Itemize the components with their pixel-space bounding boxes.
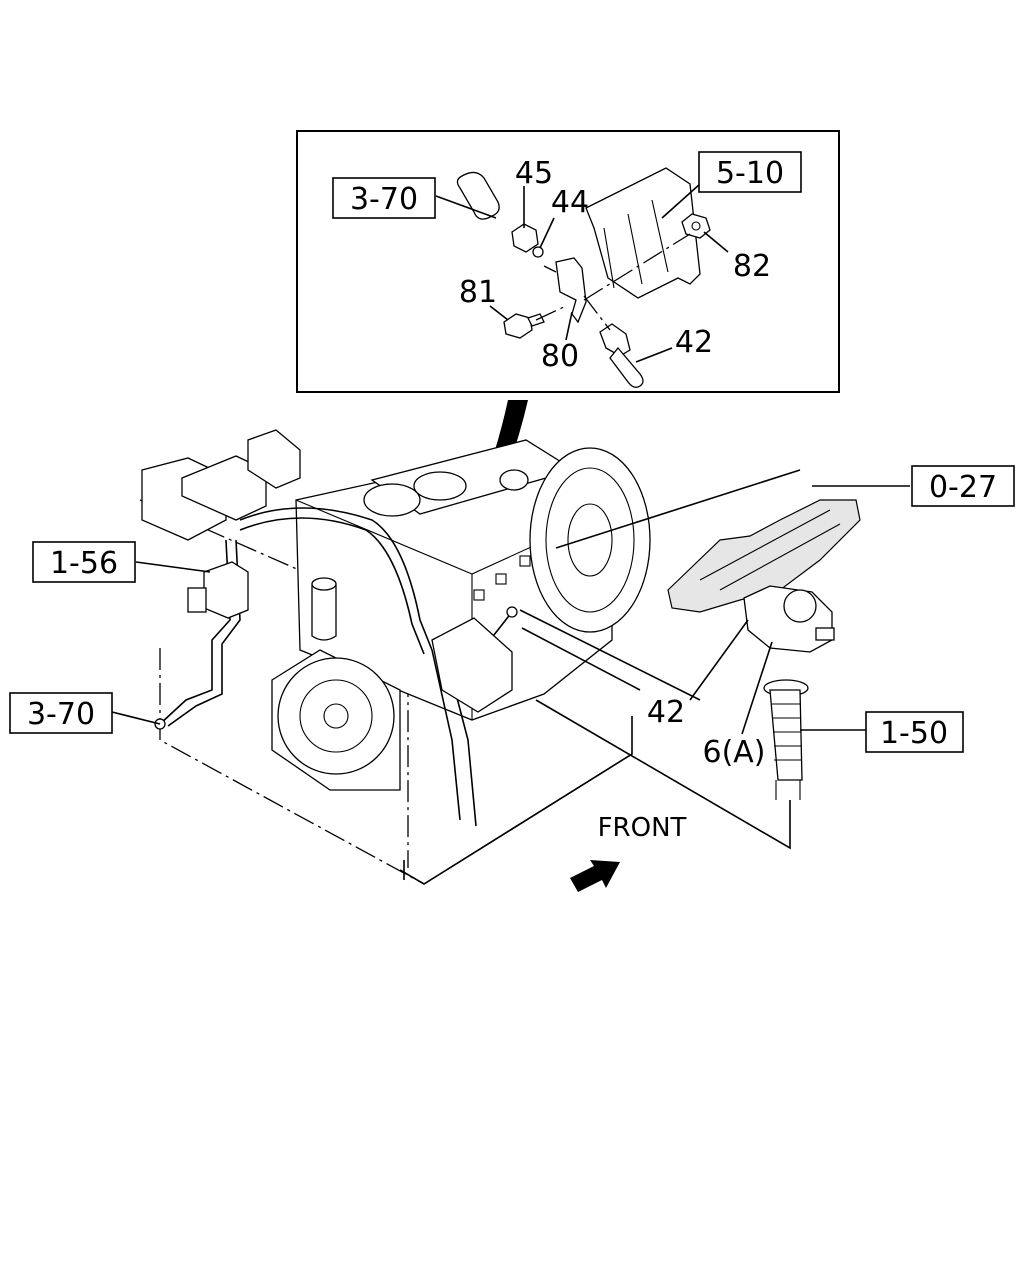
part-45-label[interactable]: 45	[515, 156, 553, 191]
callout-ref-5-10[interactable]: 5-10	[698, 151, 802, 193]
part-80-label[interactable]: 80	[541, 339, 579, 374]
part-44-label[interactable]: 44	[551, 185, 589, 220]
part-81-label[interactable]: 81	[459, 275, 497, 310]
flywheel-housing	[529, 447, 651, 633]
callout-leaders	[111, 485, 910, 735]
exhaust-pipe-1-50	[769, 689, 803, 781]
front-label: FRONT	[598, 813, 687, 843]
bolt-81	[503, 313, 533, 339]
sensor-42	[599, 323, 631, 357]
part-42-main-label[interactable]: 42	[647, 695, 685, 730]
ref-3-70-top-label: 3-70	[350, 182, 418, 217]
washer-44	[532, 246, 544, 258]
part-6a-label[interactable]: 6(A)	[702, 735, 765, 770]
callout-ref-1-56[interactable]: 1-56	[32, 541, 136, 583]
hose-upper	[456, 171, 500, 220]
engine-assembly	[139, 429, 861, 885]
callout-ref-1-50[interactable]: 1-50	[865, 711, 964, 753]
exhaust-manifold-0-27	[667, 499, 861, 613]
callout-ref-0-27[interactable]: 0-27	[911, 465, 1015, 507]
ref-3-70-left-label: 3-70	[27, 697, 95, 732]
ref-0-27-label: 0-27	[929, 470, 997, 505]
bracket-plate-5-10	[585, 167, 701, 299]
part-82-label[interactable]: 82	[733, 249, 771, 284]
ref-1-56-label: 1-56	[50, 546, 118, 581]
ref-5-10-label: 5-10	[716, 156, 784, 191]
bracket-80	[555, 257, 587, 324]
control-unit-1-56	[203, 561, 249, 619]
part-42-top-label[interactable]: 42	[675, 325, 713, 360]
callout-ref-3-70-top[interactable]: 3-70	[332, 177, 436, 219]
ref-1-50-label: 1-50	[880, 716, 948, 751]
callout-ref-3-70-left[interactable]: 3-70	[9, 692, 113, 734]
front-arrow-icon	[570, 860, 620, 892]
nut-82	[681, 213, 711, 239]
